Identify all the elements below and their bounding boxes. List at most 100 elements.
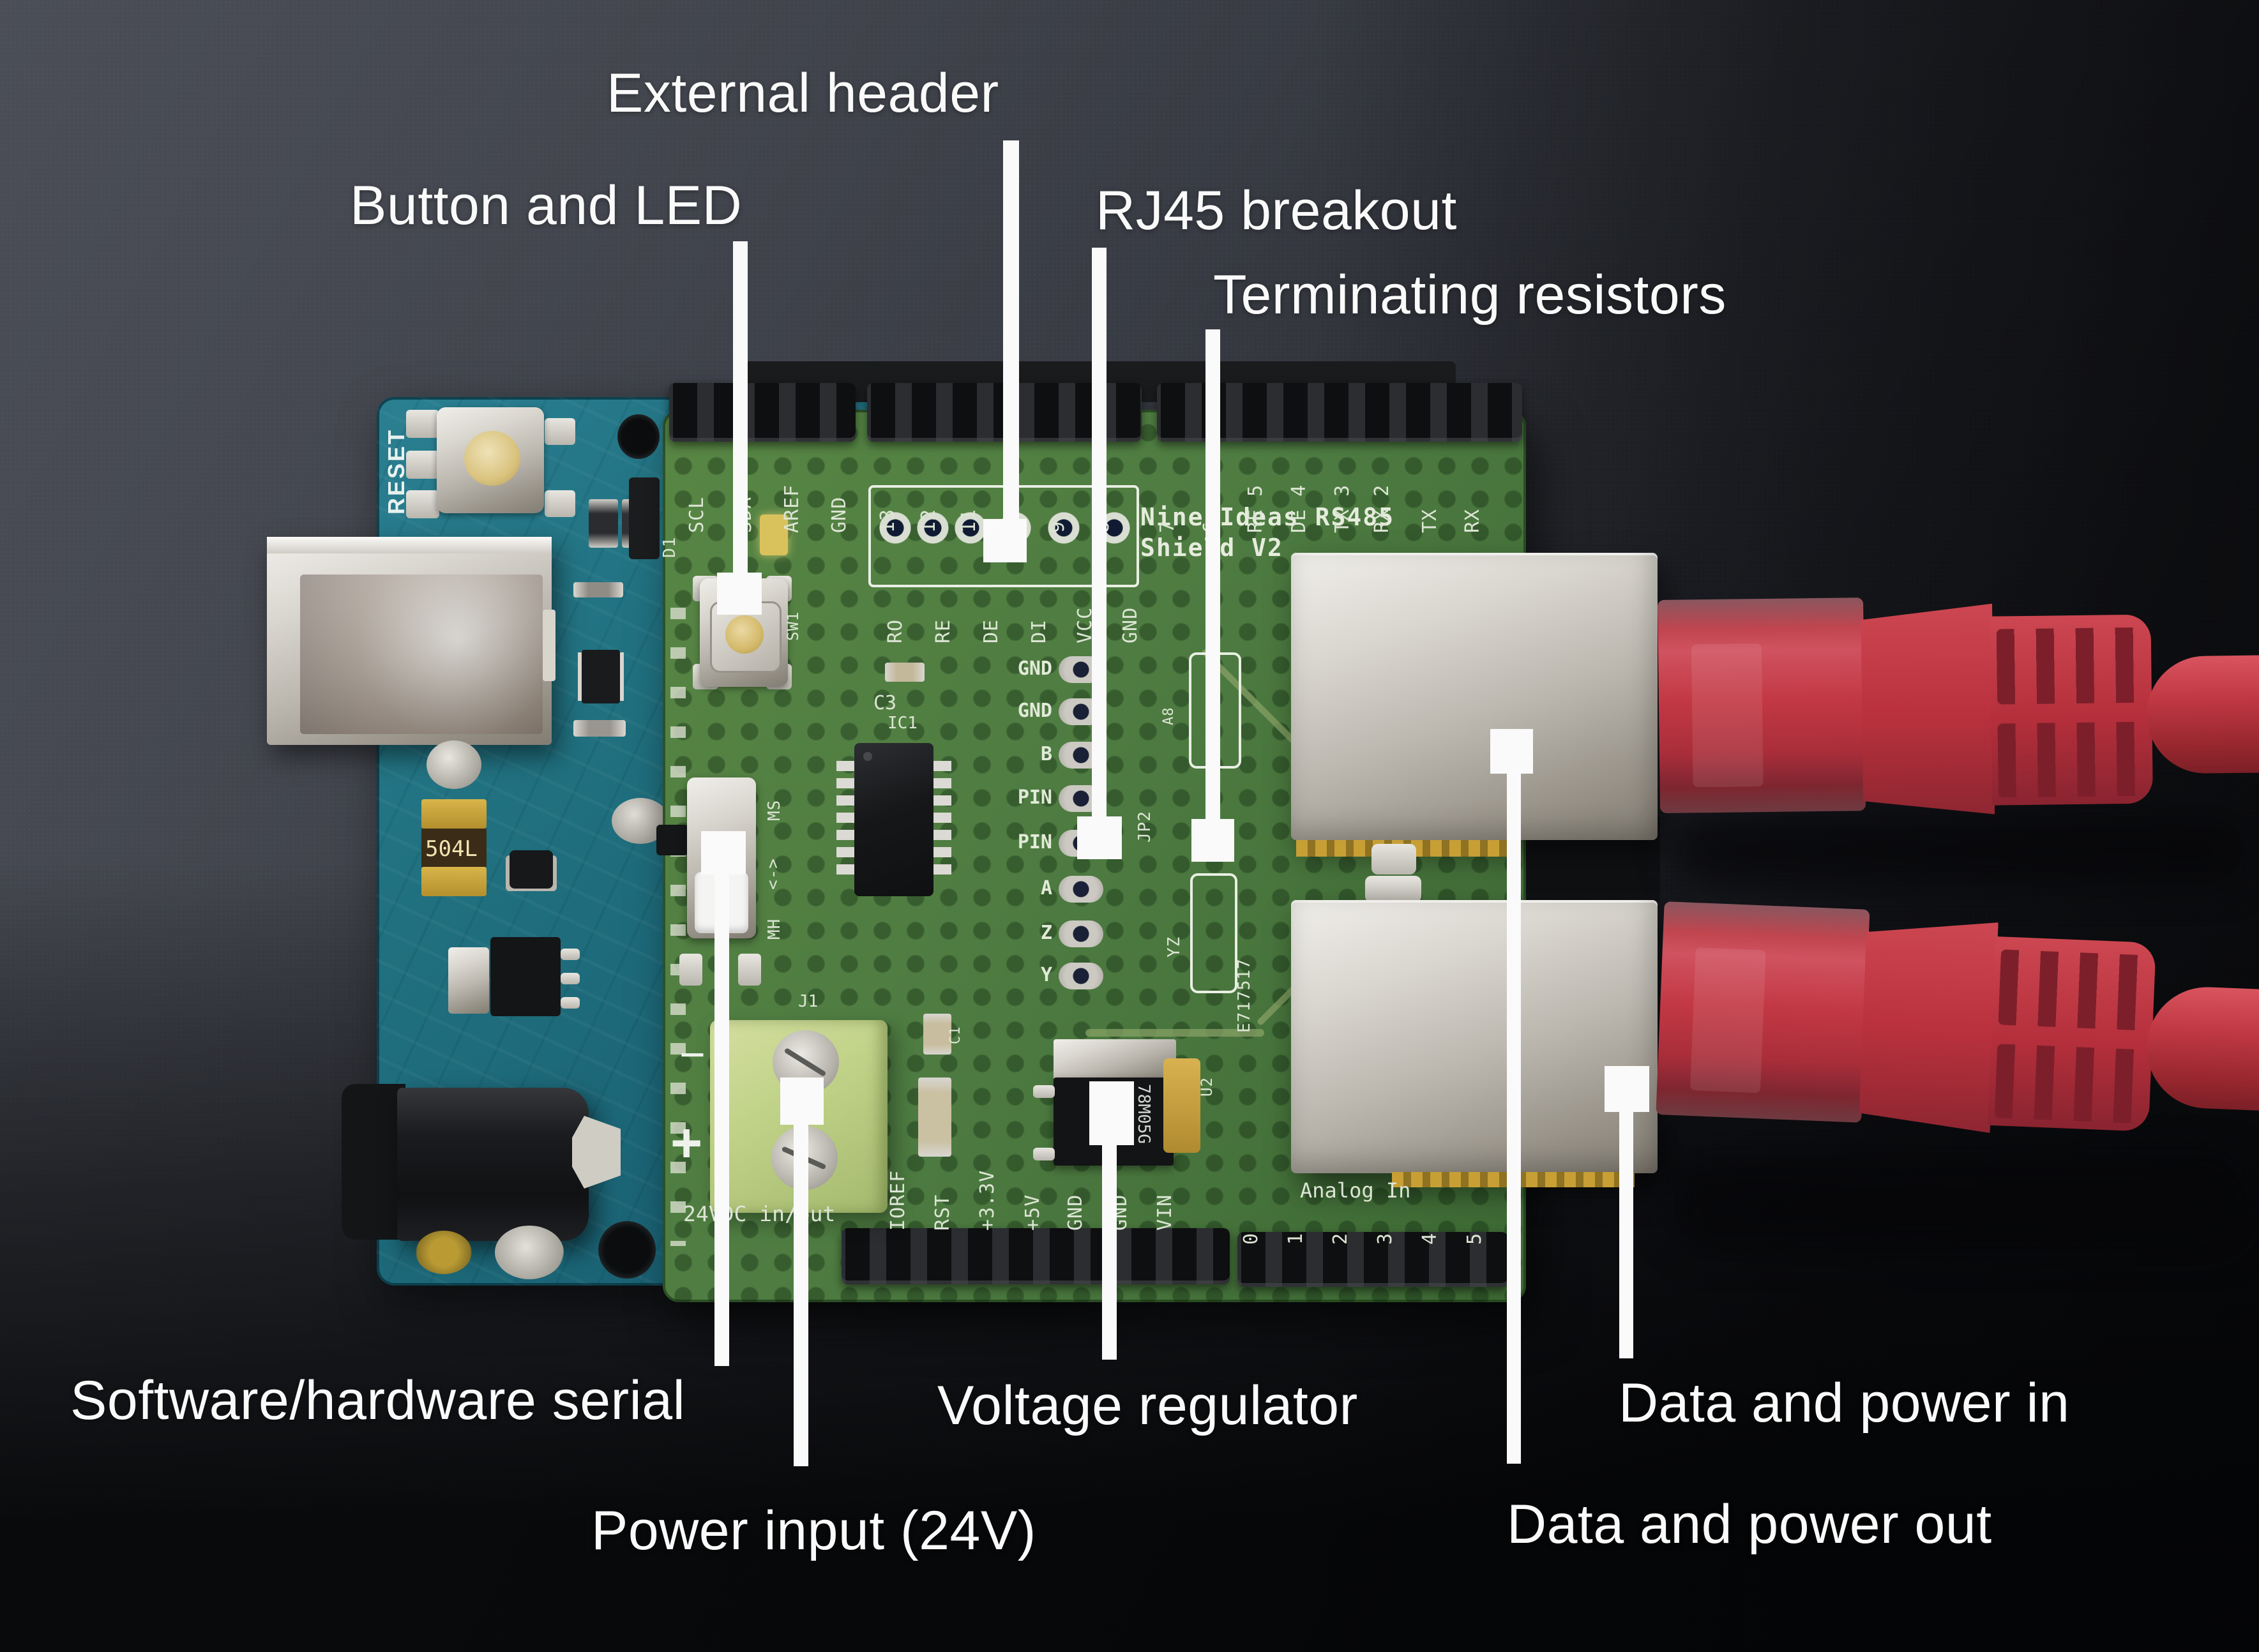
label-power-input: Power input (24V) (591, 1500, 1036, 1561)
breakout-header-label: GND (1119, 606, 1142, 643)
label-data-and-power-out: Data and power out (1507, 1494, 1992, 1555)
fuse-body: 504L (421, 829, 487, 867)
top-pin-label: RX 2 (1371, 484, 1393, 533)
j1-silkscreen: J1 (798, 992, 819, 1011)
cable-cord-lower (2144, 984, 2259, 1111)
leader-line-button-and-led (733, 241, 748, 573)
external-header-hole (878, 511, 912, 545)
shield-title-line1: Nine Ideas RS485 (1140, 503, 1395, 531)
breakout-pad-label: GND (1017, 700, 1052, 722)
top-pin-label: TX 3 (1331, 484, 1354, 533)
ic1-pins-right (933, 761, 951, 880)
gold-pad (416, 1231, 472, 1274)
leader-line-terminating-resistors (1205, 329, 1220, 819)
rj45-jack-upper (1291, 553, 1658, 840)
ic1-pin1-dot (863, 752, 872, 761)
marker-button-and-led (717, 573, 762, 615)
c3-silkscreen: C3 (873, 692, 897, 714)
mounting-hole (598, 1221, 656, 1279)
c1-capacitor (923, 1014, 951, 1055)
marker-voltage-regulator (1089, 1081, 1134, 1145)
marker-data-and-power-out (1490, 729, 1533, 774)
external-header-hole (916, 511, 950, 545)
shield-bottom-header-left (842, 1228, 1230, 1284)
leader-line-external-header (1003, 140, 1019, 519)
cable-boot-flare-lower (1859, 917, 1998, 1133)
analog-pin-label: 3 (1374, 1232, 1396, 1245)
top-pin-label: 7 (1156, 520, 1179, 533)
breakout-pad-label: GND (1017, 657, 1052, 680)
marker-data-and-power-in (1605, 1066, 1649, 1112)
sot23-transistor (510, 850, 553, 889)
leader-line-software-hardware-serial (714, 873, 729, 1366)
label-rj45-breakout: RJ45 breakout (1096, 180, 1457, 241)
analog-in-silkscreen: Analog In (1300, 1178, 1411, 1203)
regulator-u2-pin (1033, 1148, 1055, 1160)
leader-line-voltage-regulator (1102, 1144, 1117, 1360)
a8-silkscreen: A8 (1161, 707, 1177, 726)
breakout-header-label: DE (980, 619, 1002, 643)
inter-jack-pad (1365, 876, 1421, 903)
bottom-pin-label: +5V (1022, 1194, 1044, 1231)
smd-capacitor (589, 499, 618, 548)
regulator-u2-tab (1054, 1039, 1176, 1080)
ic1-silkscreen: IC1 (888, 714, 918, 733)
reset-button-cap (464, 431, 520, 486)
top-pin-label: RE 5 (1244, 484, 1267, 533)
reset-solder-pad (545, 490, 575, 517)
shield-edge-pads (670, 608, 686, 1246)
top-pin-label: 13 (877, 508, 899, 533)
top-pin-label: TX (1419, 508, 1441, 533)
breakout-header-label: DI (1028, 619, 1050, 643)
inter-jack-pad (1371, 844, 1416, 875)
top-pin-label: 12 (918, 508, 940, 533)
regulator-pin (561, 997, 580, 1009)
bottom-pin-label: GND (1064, 1194, 1087, 1231)
analog-pin-label: 0 (1240, 1232, 1262, 1245)
shield-top-header-left (669, 383, 856, 442)
marker-terminating-resistors (1191, 819, 1234, 862)
leader-line-data-and-power-in (1619, 1109, 1633, 1358)
fuse-label: 504L (425, 836, 478, 862)
switch-pins (656, 825, 688, 855)
switch-arrows-silkscreen: <-> (764, 858, 783, 890)
jp2-silkscreen: JP2 (1135, 811, 1154, 843)
pcb-trace (1085, 1029, 1264, 1037)
breakout-pad-label: Y (1040, 964, 1052, 986)
shield-bottom-header-right (1237, 1232, 1508, 1287)
input-capacitor (918, 1078, 951, 1157)
breakout-pad-label: PIN (1017, 831, 1052, 853)
external-header-hole (1046, 511, 1081, 545)
led-d1 (760, 514, 788, 555)
marker-external-header (983, 519, 1027, 562)
breakout-pad (1059, 963, 1103, 989)
smd-pad (679, 954, 702, 986)
ic1-chip (854, 743, 933, 896)
terminating-resistor-outline-yz (1190, 873, 1237, 993)
cable-boot-ridges (1998, 949, 2149, 1031)
bottom-pin-label: +3.3V (976, 1169, 999, 1231)
label-external-header: External header (607, 63, 999, 124)
top-pin-label: DE 4 (1288, 484, 1310, 533)
smd-pad (738, 954, 761, 986)
reset-solder-pad (406, 451, 439, 479)
c1-silkscreen: C1 (948, 1026, 963, 1045)
mh-silkscreen: MH (765, 918, 784, 940)
smd-resistor (573, 720, 626, 737)
breakout-header-label: RO (884, 619, 907, 643)
sw1-button-cap (725, 615, 764, 654)
d1-silkscreen: D1 (660, 536, 679, 558)
analog-pin-label: 1 (1285, 1232, 1307, 1245)
arduino-header-fragment (629, 477, 660, 559)
via-pad (427, 740, 481, 789)
yz-silkscreen: YZ (1165, 936, 1184, 957)
serial-number-silkscreen: E717517 (1235, 958, 1254, 1033)
dc-jack-flange (342, 1084, 405, 1240)
breakout-pad (1059, 920, 1103, 947)
regulator-tab-cap (448, 947, 489, 1014)
label-data-and-power-in: Data and power in (1619, 1372, 2070, 1434)
label-button-and-led: Button and LED (350, 175, 743, 236)
smd-resistor (573, 582, 623, 597)
breakout-pad-label: Z (1040, 922, 1052, 944)
